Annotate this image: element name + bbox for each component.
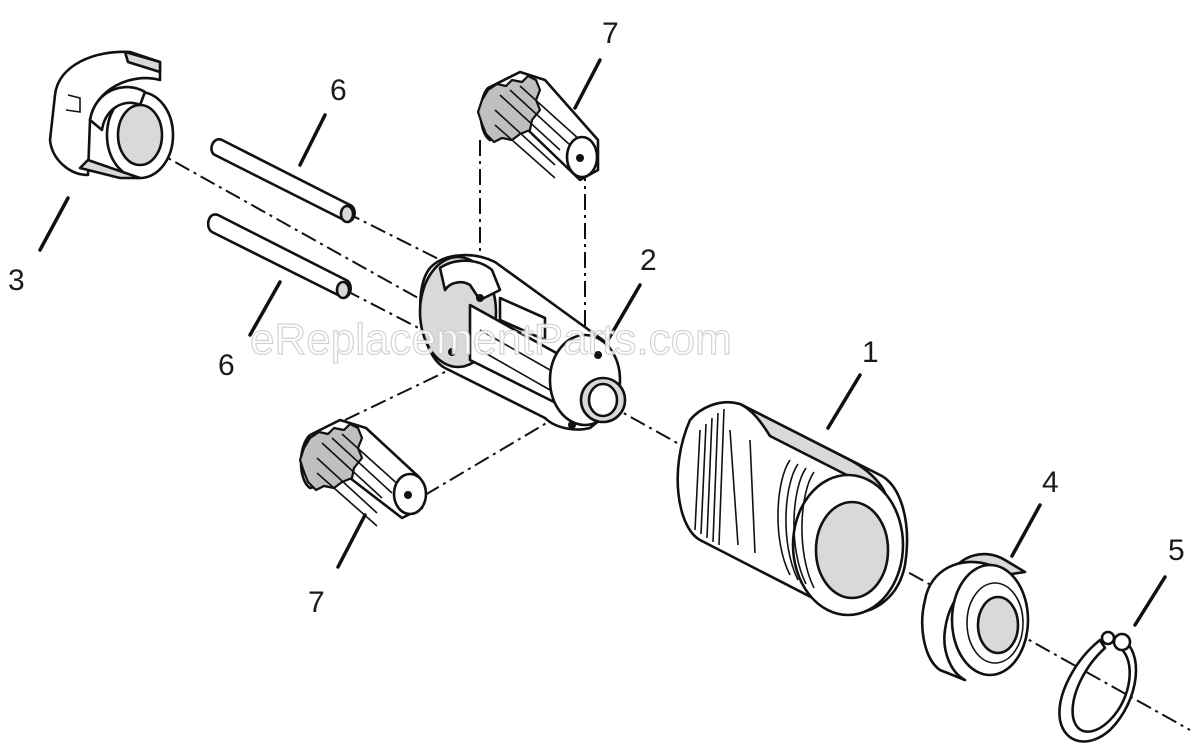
leader-lines xyxy=(38,58,1167,627)
callout-5: 5 xyxy=(1168,534,1185,567)
part-7-planet-gear-lower xyxy=(298,418,428,527)
callout-7-upper: 7 xyxy=(602,17,619,50)
callout-3: 3 xyxy=(8,264,25,297)
part-2-planetary-carrier xyxy=(418,253,627,431)
part-1-threaded-housing xyxy=(676,400,909,617)
part-5-retaining-ring xyxy=(1058,630,1138,743)
callout-1: 1 xyxy=(862,336,879,369)
watermark-text: eReplacementParts.com xyxy=(250,315,732,364)
callout-4: 4 xyxy=(1042,466,1059,499)
callout-labels: 1 2 3 4 5 6 6 7 7 xyxy=(8,17,1185,619)
part-6-pin-lower xyxy=(206,213,352,300)
callout-6-lower: 6 xyxy=(218,349,235,382)
callout-6-upper: 6 xyxy=(330,74,347,107)
part-3-flanged-bushing xyxy=(48,50,175,180)
part-6-pin-upper xyxy=(210,138,356,224)
callout-7-lower: 7 xyxy=(308,586,325,619)
part-7-planet-gear-upper xyxy=(476,70,600,182)
part-4-ball-bearing xyxy=(921,552,1030,682)
callout-2: 2 xyxy=(640,244,657,277)
axis-lines xyxy=(149,140,1191,731)
